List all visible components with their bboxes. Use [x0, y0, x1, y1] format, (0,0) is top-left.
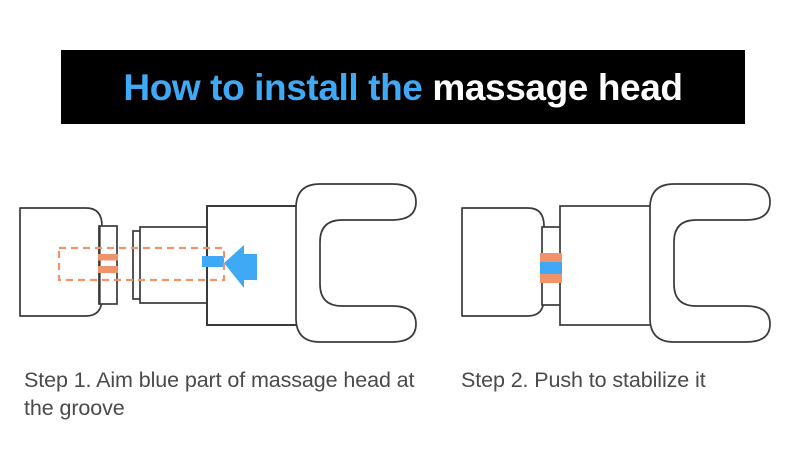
locked-band-blue-middle: [540, 262, 562, 274]
device-body: [19, 207, 103, 317]
step-2-caption: Step 2. Push to stabilize it: [461, 368, 706, 392]
massage-head-fork: [295, 183, 417, 343]
alignment-dashed-box: [57, 246, 226, 282]
step-1-diagram: [6, 168, 446, 358]
device-body: [461, 207, 545, 317]
title-main-text: massage head: [432, 66, 683, 108]
massage-head-fork: [649, 183, 771, 343]
title-banner: How to install the massage head: [61, 50, 745, 124]
push-direction-arrow: [224, 245, 257, 288]
locked-band-orange-bottom: [540, 274, 562, 283]
device-collar: [98, 225, 118, 305]
massage-head-shaft: [139, 226, 210, 304]
groove-mark-lower-orange: [98, 266, 118, 273]
page-title: How to install the massage head: [123, 66, 683, 108]
step-1-caption: Step 1. Aim blue part of massage head at…: [24, 368, 415, 421]
groove-mark-upper-orange: [98, 254, 118, 261]
locked-band-orange-top: [540, 253, 562, 262]
title-accent-text: How to install the: [123, 66, 423, 108]
massage-head-blue-tab: [202, 256, 224, 267]
step-2-diagram: [452, 168, 788, 358]
massage-head-barrel: [559, 205, 657, 326]
